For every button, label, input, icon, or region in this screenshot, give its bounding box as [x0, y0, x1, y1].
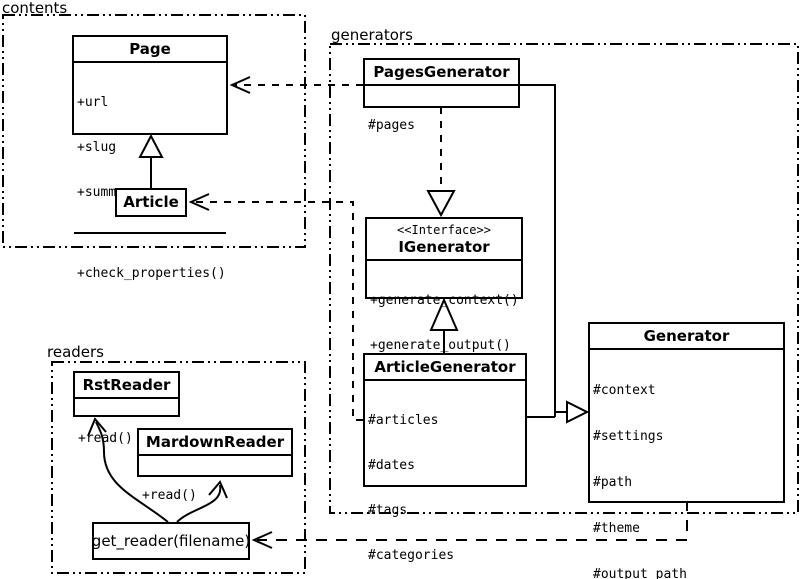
attribute: #context: [593, 383, 656, 398]
interface-stereotype: <<Interface>>: [397, 223, 491, 237]
attribute: #path: [593, 475, 633, 490]
class-mardown-reader-title: MardownReader: [145, 433, 285, 451]
class-article-generator-title: ArticleGenerator: [374, 358, 516, 376]
arrowhead-open-mardownreader: [208, 480, 228, 499]
package-contents-border: [2, 14, 306, 248]
method: +read(): [142, 488, 197, 503]
class-article-title: Article: [123, 193, 179, 211]
class-article-generator-attributes: #articles #dates #tags #categories: [365, 379, 525, 579]
attribute: #tags: [368, 503, 408, 518]
class-rst-reader-title: RstReader: [82, 376, 171, 394]
arrowhead-open-article: [188, 193, 210, 211]
arrowhead-triangle-generator: [566, 400, 590, 424]
arrowhead-triangle-page: [138, 133, 164, 158]
edge-articlegenerator-uses-article: [194, 201, 363, 421]
arrowhead-open-rstreader: [87, 417, 107, 437]
package-label-contents: contents: [2, 0, 68, 17]
class-pages-generator-title: PagesGenerator: [373, 63, 510, 81]
class-article-generator[interactable]: ArticleGenerator #articles #dates #tags …: [363, 353, 527, 563]
method: +generate_context(): [370, 293, 519, 308]
class-page-methods: +check_properties(): [74, 232, 226, 313]
class-pages-generator-attributes: #pages: [365, 84, 518, 165]
class-igenerator-name: IGenerator: [398, 238, 490, 256]
class-igenerator-title: <<Interface>> IGenerator: [367, 219, 521, 259]
class-igenerator-methods: +generate_context() +generate_output(): [367, 259, 521, 385]
class-page[interactable]: Page +url +slug +summary +check_properti…: [72, 35, 228, 281]
function-get-reader-label: get_reader(filename): [91, 532, 251, 550]
package-label-generators: generators: [331, 26, 413, 44]
class-page-title: Page: [129, 40, 171, 58]
arrowhead-open-getreader: [251, 531, 273, 549]
package-readers-border: [51, 361, 306, 574]
function-get-reader[interactable]: get_reader(filename): [92, 522, 250, 560]
method: +check_properties(): [77, 266, 226, 281]
attribute: #theme: [593, 521, 640, 536]
package-generators-border: [329, 43, 799, 514]
arrowhead-triangle-igenerator-top: [426, 190, 456, 218]
edge-pagesgenerator-extends-generator: [520, 84, 556, 417]
arrowhead-open-page: [229, 76, 251, 94]
class-rst-reader-methods: +read(): [75, 397, 178, 478]
attribute: #dates: [368, 458, 415, 473]
class-generator[interactable]: Generator #context #settings #path #them…: [588, 322, 785, 579]
class-pages-generator[interactable]: PagesGenerator #pages: [363, 58, 520, 133]
edge-getreader-to-rstreader: [95, 421, 169, 523]
edge-getreader-to-mardownreader: [176, 484, 222, 523]
attribute: #articles: [368, 413, 439, 428]
class-rst-reader[interactable]: RstReader +read(): [73, 371, 180, 446]
class-mardown-reader-methods: +read(): [139, 454, 291, 535]
arrowhead-triangle-igenerator-bottom: [429, 297, 459, 331]
method: +read(): [78, 431, 133, 446]
edge-generator-uses-getreader: [257, 500, 688, 541]
class-generator-attributes: #context #settings #path #theme #output_…: [590, 348, 783, 579]
attribute: #output_path: [593, 567, 687, 579]
attribute: #pages: [368, 118, 415, 133]
class-mardown-reader[interactable]: MardownReader +read(): [137, 428, 293, 503]
attribute: +slug: [77, 140, 117, 155]
class-generator-title: Generator: [643, 327, 730, 345]
class-igenerator[interactable]: <<Interface>> IGenerator +generate_conte…: [365, 217, 523, 353]
attribute: #categories: [368, 548, 455, 563]
class-article[interactable]: Article: [115, 188, 187, 217]
attribute: #settings: [593, 429, 664, 444]
method: +generate_output(): [370, 338, 511, 353]
attribute: +url: [77, 95, 109, 110]
package-label-readers: readers: [47, 343, 104, 361]
